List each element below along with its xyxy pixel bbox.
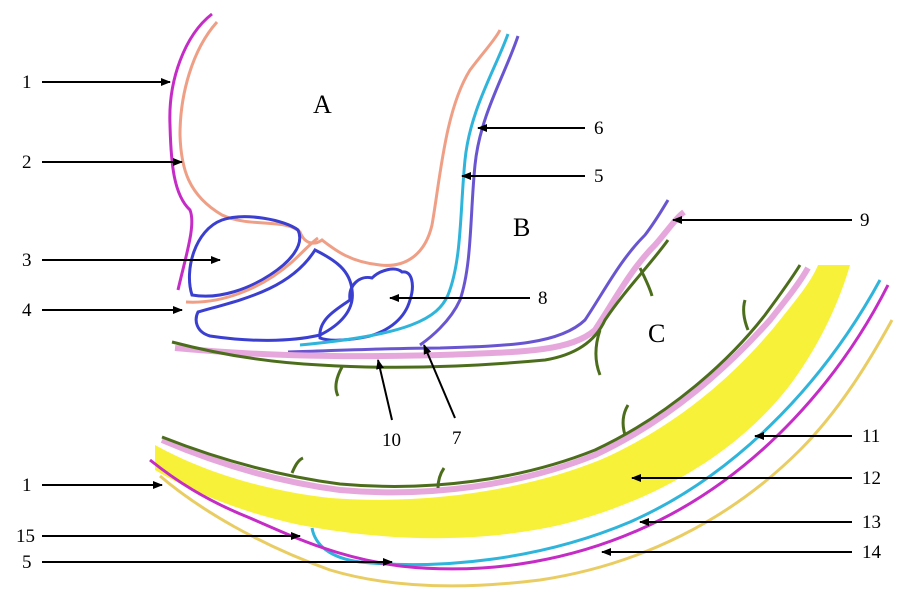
label-5-bottom: 5: [22, 552, 32, 573]
gold-layer-14-lower: [159, 319, 894, 588]
region-label-c: C: [648, 319, 665, 348]
label-1-top: 1: [22, 72, 32, 93]
label-10: 10: [382, 430, 401, 451]
arrow-7: [423, 344, 456, 419]
label-6: 6: [594, 118, 604, 139]
layer-5-purple: [419, 35, 520, 347]
arrows: [42, 78, 852, 566]
region-label-b: B: [513, 213, 530, 242]
layer-9-pink: [174, 209, 686, 360]
green-membrane-upper-branch-2: [594, 329, 602, 376]
label-7: 7: [452, 428, 462, 449]
label-12: 12: [862, 468, 881, 489]
layer-9-purple: [287, 199, 670, 354]
magenta-layer-13-lower: [149, 284, 890, 571]
yellow-layer-12: [155, 265, 850, 539]
lower-lobe-blue: [194, 248, 354, 342]
arrow-10: [376, 359, 393, 421]
green-membrane-lower: [161, 264, 802, 488]
green-membrane-lower-branch-3: [621, 404, 630, 436]
structure-3-oval: [187, 215, 302, 298]
label-15: 15: [16, 526, 35, 547]
region-a-inner-contour: [178, 21, 502, 267]
layer-6-cyan: [299, 33, 510, 347]
green-membrane-lower-branch-4: [742, 299, 750, 331]
label-3: 3: [22, 250, 32, 271]
region-label-a: A: [313, 90, 332, 119]
structure-3-salmon-rim: [185, 236, 319, 304]
label-8: 8: [538, 288, 548, 309]
green-membrane-lower-branch-1: [290, 456, 304, 474]
pink-layer-upper-lower-band: [160, 266, 811, 496]
label-4: 4: [22, 300, 32, 321]
upper-outer-layer-contour: [168, 12, 213, 291]
label-11: 11: [862, 426, 880, 447]
label-2: 2: [22, 152, 32, 173]
label-9: 9: [860, 210, 870, 231]
green-membrane-upper: [171, 239, 670, 369]
cyan-layer-11-lower: [310, 279, 882, 567]
label-14: 14: [862, 542, 882, 563]
label-1-bottom: 1: [22, 475, 32, 496]
green-membrane-upper-branch-1: [334, 366, 344, 397]
green-membrane-upper-branch-3: [638, 267, 654, 297]
label-13: 13: [862, 512, 881, 533]
label-5-top: 5: [594, 166, 604, 187]
green-membrane-lower-branch-2: [436, 467, 446, 489]
